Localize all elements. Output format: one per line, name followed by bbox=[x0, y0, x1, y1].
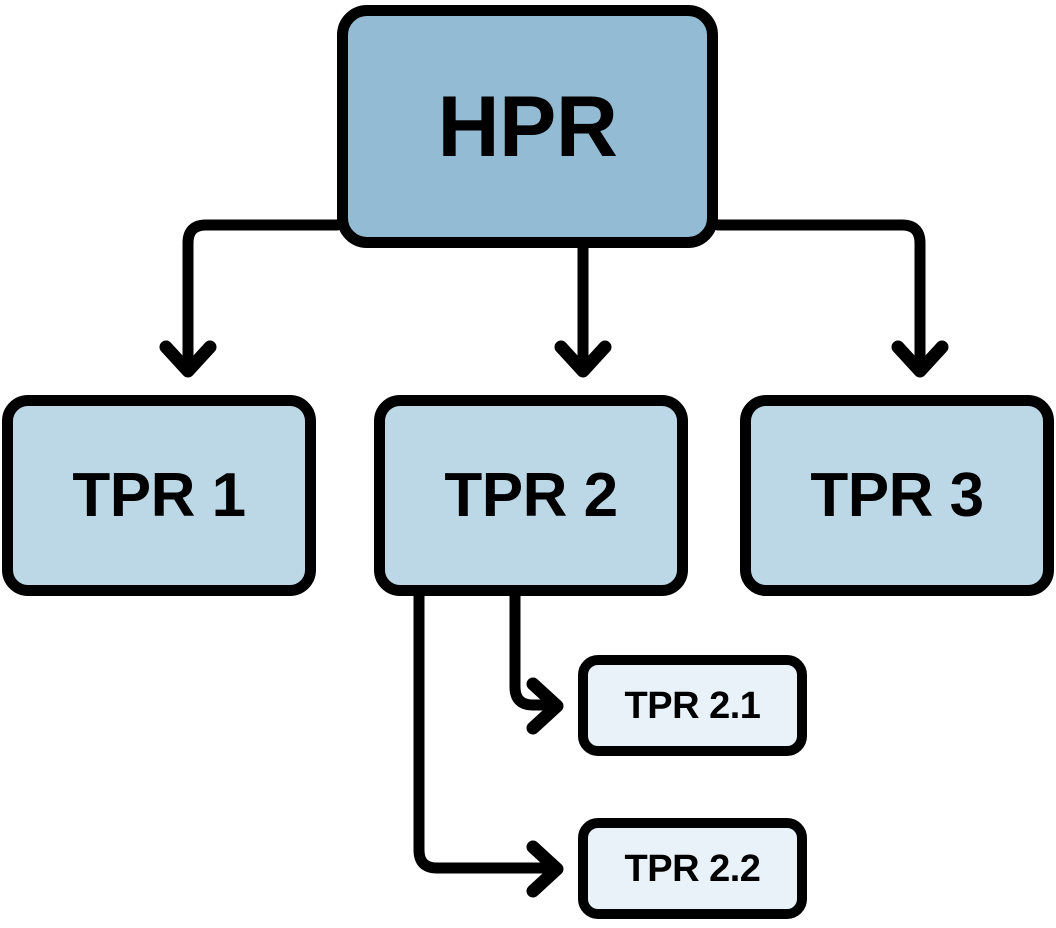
edge-tpr2-to-tpr21 bbox=[509, 590, 558, 711]
arrowhead-tpr21 bbox=[526, 677, 564, 735]
arrowhead-tpr22 bbox=[526, 840, 564, 898]
node-hpr-label: HPR bbox=[437, 78, 618, 175]
node-tpr-2-2-label: TPR 2.2 bbox=[624, 847, 761, 890]
node-tpr-2-1[interactable]: TPR 2.1 bbox=[578, 655, 807, 756]
arrowhead-tpr3 bbox=[891, 340, 949, 378]
node-tpr-2-1-label: TPR 2.1 bbox=[624, 684, 761, 727]
edge-hpr-to-tpr1 bbox=[182, 219, 343, 374]
arrowhead-tpr1 bbox=[159, 340, 217, 378]
node-tpr-3-label: TPR 3 bbox=[810, 460, 984, 530]
node-hpr[interactable]: HPR bbox=[337, 5, 718, 248]
node-tpr-2-2[interactable]: TPR 2.2 bbox=[578, 818, 807, 919]
node-tpr-3[interactable]: TPR 3 bbox=[740, 395, 1054, 596]
node-tpr-1-label: TPR 1 bbox=[72, 460, 246, 530]
node-tpr-1[interactable]: TPR 1 bbox=[2, 395, 316, 596]
edge-tpr2-to-tpr22 bbox=[413, 590, 558, 874]
node-tpr-2[interactable]: TPR 2 bbox=[374, 395, 688, 596]
node-tpr-2-label: TPR 2 bbox=[444, 460, 618, 530]
edge-hpr-to-tpr3 bbox=[712, 219, 926, 374]
arrowhead-tpr2 bbox=[554, 340, 612, 378]
